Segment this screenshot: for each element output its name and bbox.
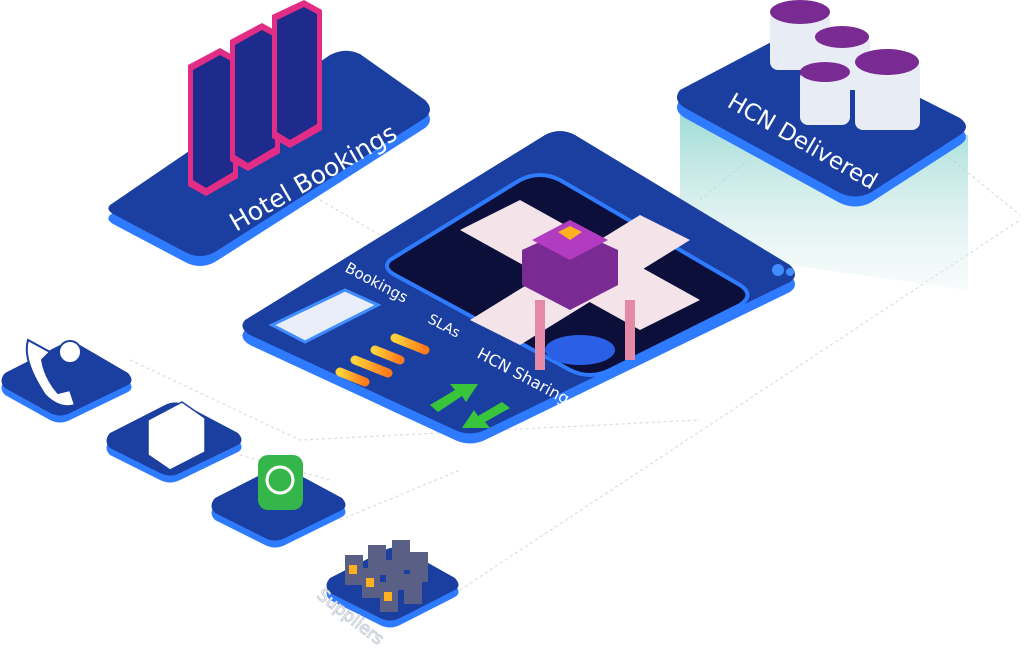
whatsapp-icon xyxy=(258,455,303,510)
sync-arrows-icon xyxy=(430,384,510,428)
suppliers-platform: Suppliers xyxy=(312,540,459,650)
gear-icon xyxy=(772,264,794,276)
document-stack-icon xyxy=(188,0,322,196)
booking-document-icon xyxy=(268,288,382,344)
gear-icon xyxy=(58,340,82,364)
phone-icon xyxy=(25,338,77,408)
hcn-delivered-platform: HCN Delivered xyxy=(676,0,966,207)
hotel-bookings-platform: Hotel Bookings xyxy=(108,0,430,266)
whatsapp-channel-platform xyxy=(211,455,346,548)
email-channel-platform xyxy=(106,401,242,483)
envelope-icon xyxy=(147,401,206,471)
sla-bars xyxy=(335,333,430,387)
main-platform: Bookings SLAs HCN Sharing xyxy=(242,131,796,444)
core-hub-icon xyxy=(460,200,700,370)
supplier-servers-icon xyxy=(345,540,428,612)
phone-channel-platform xyxy=(1,338,132,423)
server-stack-icon xyxy=(770,0,920,130)
